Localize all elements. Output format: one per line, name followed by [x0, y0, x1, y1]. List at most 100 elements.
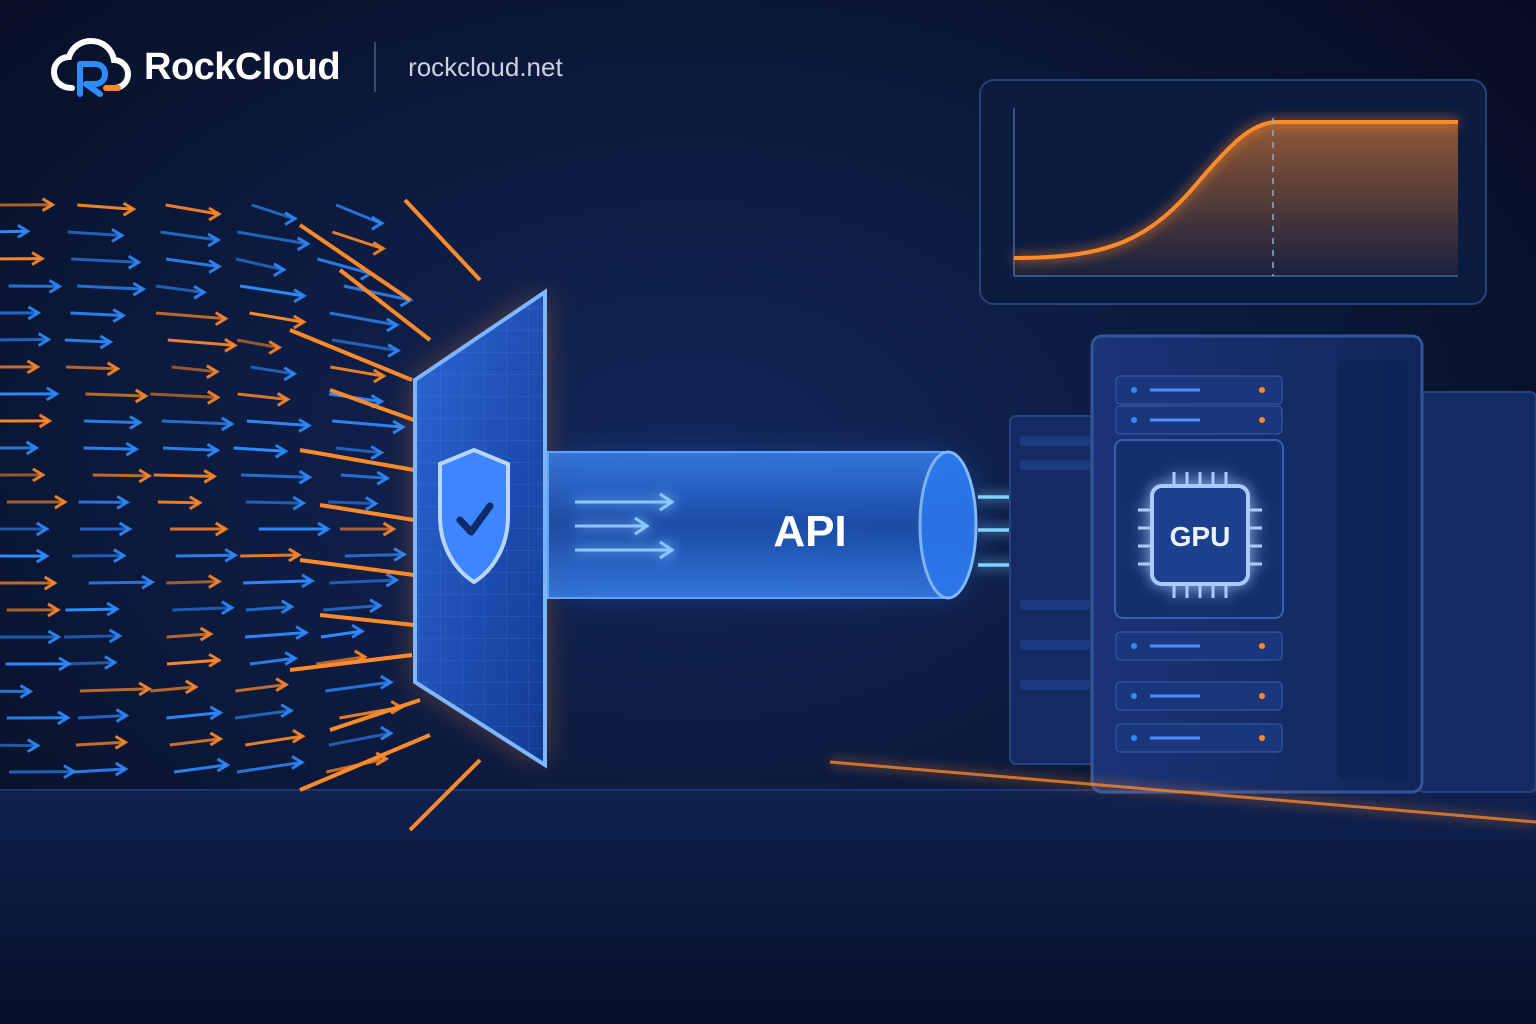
website-link[interactable]: rockcloud.net [408, 51, 563, 82]
traffic-arrow [250, 365, 294, 376]
traffic-arrow [83, 419, 139, 425]
traffic-arrow-head [17, 223, 31, 239]
traffic-arrow-head [106, 601, 120, 617]
traffic-arrow-head [296, 236, 311, 252]
converging-arrow [289, 328, 413, 382]
traffic-arrow-head [25, 440, 40, 456]
traffic-arrow-head [382, 521, 397, 537]
traffic-arrow [332, 419, 403, 429]
status-led [1259, 387, 1265, 393]
traffic-arrow-head [292, 495, 307, 511]
traffic-arrow [72, 767, 125, 774]
traffic-arrow [67, 230, 122, 237]
traffic-arrow-head [365, 496, 379, 511]
traffic-arrow [166, 580, 218, 585]
scaling-chart-widget [979, 79, 1487, 305]
traffic-arrow [325, 680, 391, 693]
server-rack-back-right [1417, 391, 1536, 793]
traffic-arrow-head [207, 232, 222, 248]
traffic-arrow-head [127, 254, 142, 270]
traffic-arrow-head [27, 305, 42, 321]
traffic-arrow-head [369, 598, 383, 613]
traffic-arrow-head [138, 681, 153, 697]
traffic-arrow-head [317, 521, 331, 537]
traffic-arrow [70, 311, 123, 318]
server-rack-back-left [1009, 415, 1101, 765]
traffic-arrow [329, 311, 397, 327]
traffic-arrow [316, 655, 364, 666]
traffic-arrow-head [26, 359, 41, 375]
traffic-arrow-head [298, 418, 312, 433]
status-led [1259, 693, 1265, 699]
traffic-arrow-head [291, 755, 305, 770]
traffic-arrow-head [57, 710, 71, 726]
traffic-arrow-head [134, 388, 149, 404]
traffic-arrow [150, 685, 195, 693]
converging-arrow [319, 613, 415, 627]
converging-arrow [329, 698, 421, 732]
traffic-arrow [328, 500, 375, 506]
traffic-arrow-head [293, 288, 308, 304]
traffic-arrow [323, 604, 380, 612]
traffic-arrow [64, 338, 110, 344]
traffic-arrow [77, 284, 143, 291]
floor-accent-line [829, 760, 1536, 824]
traffic-arrow-head [113, 548, 127, 563]
traffic-arrow-head [114, 734, 129, 750]
traffic-arrow [77, 203, 133, 211]
traffic-arrow-head [43, 575, 58, 591]
traffic-arrow-head [372, 241, 387, 256]
status-led [1131, 417, 1137, 423]
traffic-arrow-head [208, 652, 222, 668]
gpu-chip-icon [1138, 472, 1262, 598]
traffic-arrow [64, 661, 114, 666]
traffic-arrow-head [203, 469, 218, 484]
converging-arrow [299, 558, 415, 577]
traffic-arrow-head [280, 703, 295, 718]
header-divider [374, 42, 377, 92]
traffic-arrow [251, 203, 295, 221]
status-led [1259, 735, 1265, 741]
traffic-arrow [331, 230, 383, 250]
traffic-arrow [173, 763, 227, 774]
traffic-arrow-head [112, 308, 127, 323]
traffic-arrow-head [31, 251, 45, 266]
traffic-arrow-head [274, 443, 289, 459]
traffic-arrow [169, 737, 220, 747]
traffic-arrow-head [45, 386, 60, 402]
traffic-arrow [172, 606, 231, 612]
traffic-arrow-head [376, 470, 391, 486]
traffic-arrow-head [214, 311, 229, 326]
status-led [1259, 417, 1265, 423]
traffic-arrow-head [54, 494, 68, 510]
traffic-arrow-head [37, 332, 52, 347]
traffic-arrow-head [141, 574, 155, 590]
converging-arrow [299, 448, 415, 472]
traffic-arrow [245, 734, 303, 747]
traffic-arrow [235, 257, 284, 272]
traffic-arrow [155, 284, 204, 294]
traffic-arrow-head [387, 343, 401, 358]
traffic-arrow [243, 579, 312, 585]
traffic-arrow [79, 687, 149, 693]
traffic-arrow-head [41, 197, 56, 212]
traffic-arrow [236, 338, 279, 349]
traffic-arrow [241, 473, 309, 479]
traffic-arrow [161, 419, 231, 426]
traffic-arrow-head [214, 521, 229, 537]
traffic-arrow-head [48, 279, 63, 294]
traffic-arrow [331, 338, 398, 352]
traffic-arrow-head [284, 211, 298, 226]
traffic-arrow-head [122, 201, 137, 217]
traffic-arrow-head [373, 368, 387, 384]
traffic-arrow-head [199, 626, 214, 642]
status-led [1131, 735, 1137, 741]
gpu-server-rack: GPU [1090, 334, 1424, 794]
traffic-arrow-head [224, 547, 239, 563]
status-led [1131, 693, 1137, 699]
converging-arrow [299, 733, 431, 792]
traffic-arrow-head [380, 674, 394, 690]
traffic-arrow [235, 683, 286, 693]
traffic-arrow-head [393, 547, 408, 562]
